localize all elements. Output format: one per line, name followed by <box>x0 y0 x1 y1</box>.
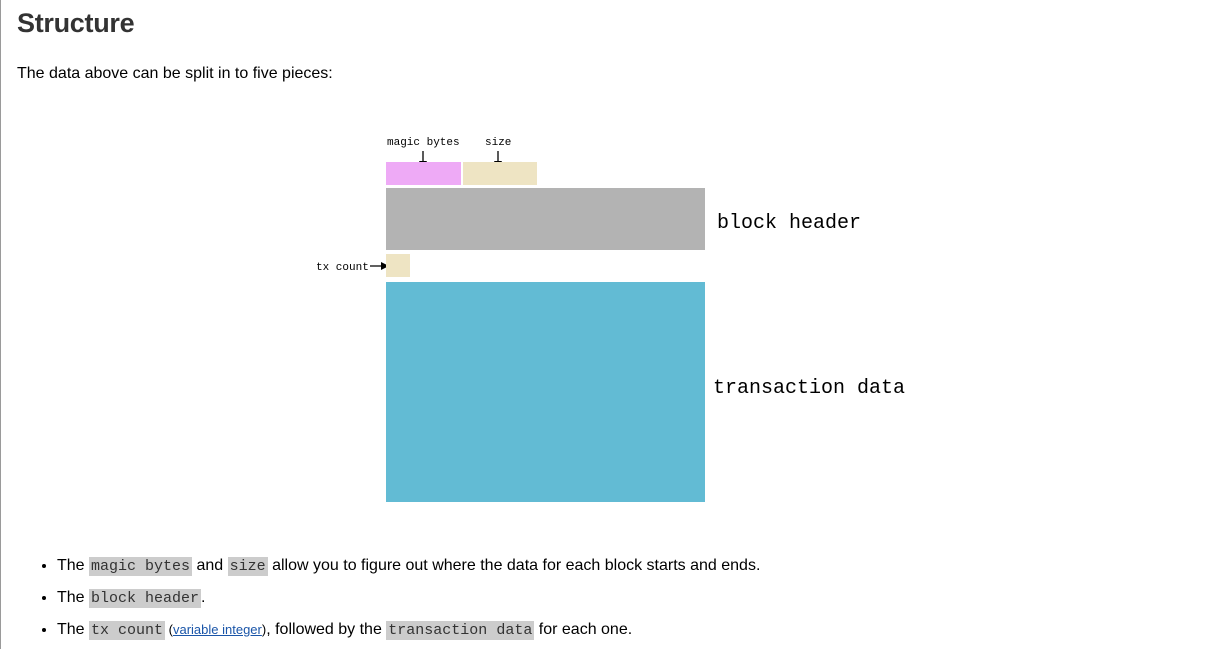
code-tx-count: tx count <box>89 621 166 640</box>
paren-open: ( <box>165 622 173 637</box>
code-magic-bytes: magic bytes <box>89 557 193 576</box>
intro-text: The data above can be split in to five p… <box>17 65 333 82</box>
paren-close: ) <box>261 622 267 637</box>
pieces-list: The magic bytes and size allow you to fi… <box>1 550 760 646</box>
size-block <box>463 162 537 185</box>
code-size: size <box>227 557 268 576</box>
list-text: , followed by the <box>266 621 387 638</box>
transaction-data-block <box>386 282 705 502</box>
magic-bytes-block <box>386 162 461 185</box>
list-item: The block header. <box>57 582 760 614</box>
block-header-block <box>386 188 705 250</box>
variable-integer-link[interactable]: variable integer <box>172 622 262 637</box>
size-label: size <box>485 137 511 149</box>
code-transaction-data: transaction data <box>386 621 535 640</box>
list-text: allow you to figure out where the data f… <box>267 557 761 574</box>
list-text: The <box>57 589 90 606</box>
list-text: The <box>57 557 90 574</box>
section-title: Structure <box>17 8 135 38</box>
transaction-data-label: transaction data <box>713 377 905 400</box>
list-item: The magic bytes and size allow you to fi… <box>57 550 760 582</box>
tx-count-block <box>386 254 410 277</box>
code-block-header: block header <box>89 589 202 608</box>
list-text: . <box>201 589 206 606</box>
tx-count-label: tx count <box>316 262 369 274</box>
list-text: The <box>57 621 90 638</box>
list-text: for each one. <box>534 621 633 638</box>
magic-bytes-label: magic bytes <box>387 137 460 149</box>
list-text: and <box>192 557 228 574</box>
list-item: The tx count (variable integer), followe… <box>57 614 760 646</box>
block-header-label: block header <box>717 212 861 235</box>
